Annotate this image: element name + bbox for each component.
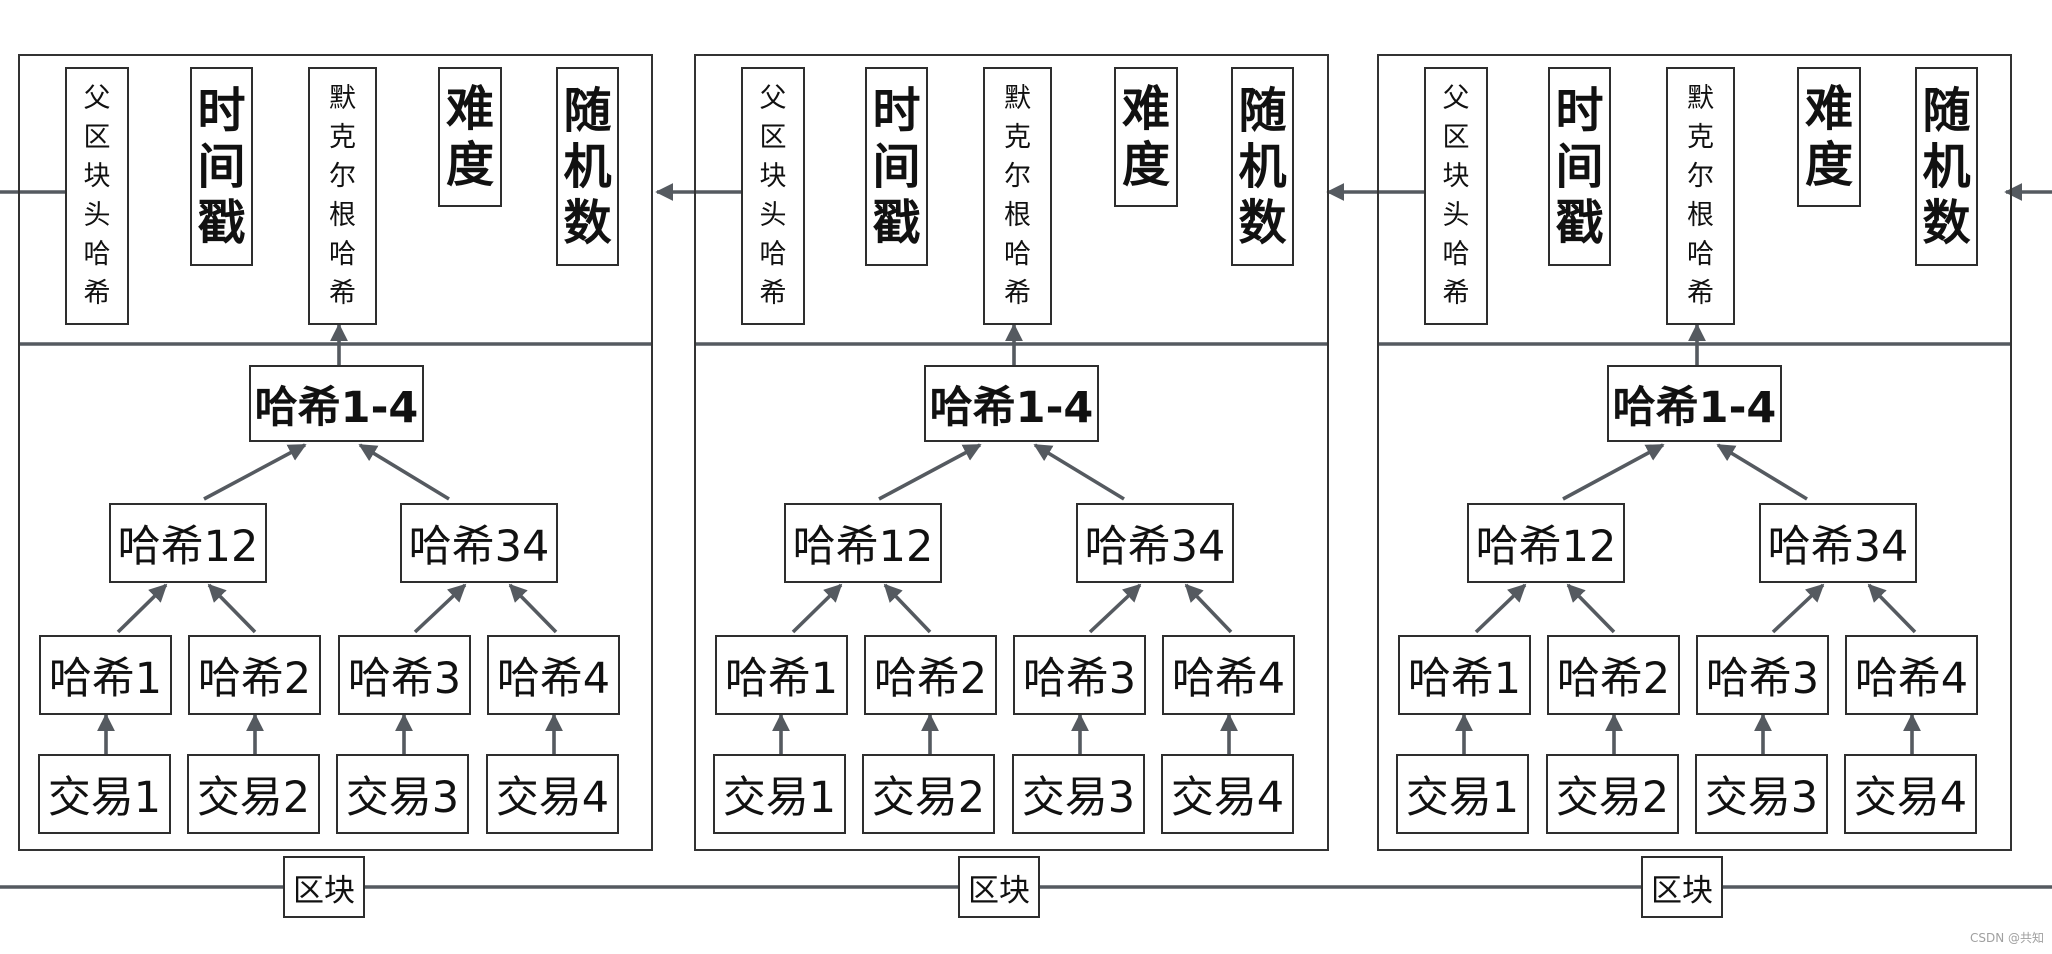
hash1-to-hash12-arrow [1474, 583, 1527, 634]
transaction-3-node: 交易3 [1012, 754, 1145, 834]
difficulty-field: 难度 [1114, 67, 1178, 207]
hash-1-node: 哈希1 [39, 635, 172, 715]
block-2 [694, 54, 1329, 851]
transaction-1-node: 交易1 [1396, 754, 1529, 834]
timestamp-field: 时间戳 [865, 67, 928, 266]
hash-2-node: 哈希2 [188, 635, 321, 715]
hash-12-node: 哈希12 [109, 503, 267, 583]
hash-3-node: 哈希3 [1696, 635, 1829, 715]
timestamp-field-text: 时间戳 [1555, 82, 1604, 251]
hash-34-node: 哈希34 [400, 503, 558, 583]
hash34-to-root-arrow [1716, 443, 1808, 501]
hash4-to-hash34-arrow [1867, 583, 1917, 634]
hash3-to-hash34-arrow [1771, 583, 1825, 634]
hash1-to-hash12-arrow [116, 583, 168, 634]
difficulty-field: 难度 [438, 67, 502, 207]
timestamp-field: 时间戳 [1548, 67, 1611, 266]
parent-hash-field: 父区块头哈希 [741, 67, 805, 325]
parent-hash-field: 父区块头哈希 [1424, 67, 1488, 325]
hash-2-node: 哈希2 [864, 635, 997, 715]
hash3-to-hash34-arrow [1088, 583, 1142, 634]
hash-4-node: 哈希4 [1845, 635, 1978, 715]
hash2-to-hash12-arrow [207, 583, 257, 634]
difficulty-field-text: 难度 [1804, 81, 1853, 193]
timestamp-field-text: 时间戳 [197, 82, 246, 251]
transaction-4-node: 交易4 [1161, 754, 1294, 834]
merkle-root-field-text: 默克尔根哈希 [1687, 83, 1714, 309]
transaction-2-node: 交易2 [862, 754, 995, 834]
block-1 [18, 54, 653, 851]
hash-4-node: 哈希4 [487, 635, 620, 715]
transaction-2-node: 交易2 [1546, 754, 1679, 834]
parent-hash-field: 父区块头哈希 [65, 67, 129, 325]
transaction-4-node: 交易4 [1844, 754, 1977, 834]
block-3 [1377, 54, 2012, 851]
nonce-field-text: 随机数 [563, 82, 612, 251]
hash-3-node: 哈希3 [1013, 635, 1146, 715]
block-label: 区块 [958, 856, 1040, 918]
hash3-to-hash34-arrow [413, 583, 467, 634]
transaction-1-node: 交易1 [713, 754, 846, 834]
hash-1-node: 哈希1 [715, 635, 848, 715]
hash1-to-hash12-arrow [791, 583, 843, 634]
hash34-to-root-arrow [358, 443, 450, 501]
watermark: CSDN @共知 [1969, 931, 2044, 945]
hash4-to-hash34-arrow [508, 583, 558, 634]
hash-2-node: 哈希2 [1547, 635, 1680, 715]
merkle-root-node: 哈希1-4 [249, 365, 424, 442]
parent-hash-field-text: 父区块头哈希 [83, 83, 111, 309]
hash-34-node: 哈希34 [1759, 503, 1917, 583]
hash-12-node: 哈希12 [784, 503, 942, 583]
nonce-field: 随机数 [1231, 67, 1294, 266]
merkle-root-field: 默克尔根哈希 [983, 67, 1052, 325]
difficulty-field-text: 难度 [445, 81, 494, 193]
block-label: 区块 [283, 856, 365, 918]
hash2-to-hash12-arrow [883, 583, 932, 634]
hash-4-node: 哈希4 [1162, 635, 1295, 715]
hash-12-node: 哈希12 [1467, 503, 1625, 583]
merkle-root-node: 哈希1-4 [924, 365, 1099, 442]
hash12-to-root-arrow [878, 443, 982, 501]
nonce-field-text: 随机数 [1922, 82, 1971, 251]
hash-34-node: 哈希34 [1076, 503, 1234, 583]
merkle-root-field-text: 默克尔根哈希 [329, 83, 356, 309]
transaction-4-node: 交易4 [486, 754, 619, 834]
hash12-to-root-arrow [203, 443, 307, 501]
hash-1-node: 哈希1 [1398, 635, 1531, 715]
merkle-root-node: 哈希1-4 [1607, 365, 1782, 442]
hash34-to-root-arrow [1033, 443, 1125, 501]
merkle-root-field-text: 默克尔根哈希 [1004, 83, 1031, 309]
difficulty-field: 难度 [1797, 67, 1861, 207]
hash2-to-hash12-arrow [1566, 583, 1616, 634]
hash12-to-root-arrow [1562, 443, 1665, 501]
nonce-field-text: 随机数 [1238, 82, 1287, 251]
hash4-to-hash34-arrow [1184, 583, 1233, 634]
timestamp-field-text: 时间戳 [872, 82, 921, 251]
merkle-root-field: 默克尔根哈希 [1666, 67, 1735, 325]
merkle-root-field: 默克尔根哈希 [308, 67, 377, 325]
nonce-field: 随机数 [556, 67, 619, 266]
parent-hash-field-text: 父区块头哈希 [759, 83, 787, 309]
hash-3-node: 哈希3 [338, 635, 471, 715]
parent-hash-field-text: 父区块头哈希 [1442, 83, 1470, 309]
block-label: 区块 [1641, 856, 1723, 918]
transaction-3-node: 交易3 [336, 754, 469, 834]
difficulty-field-text: 难度 [1121, 81, 1170, 193]
transaction-3-node: 交易3 [1695, 754, 1828, 834]
timestamp-field: 时间戳 [190, 67, 253, 266]
nonce-field: 随机数 [1915, 67, 1978, 266]
transaction-2-node: 交易2 [187, 754, 320, 834]
transaction-1-node: 交易1 [38, 754, 171, 834]
